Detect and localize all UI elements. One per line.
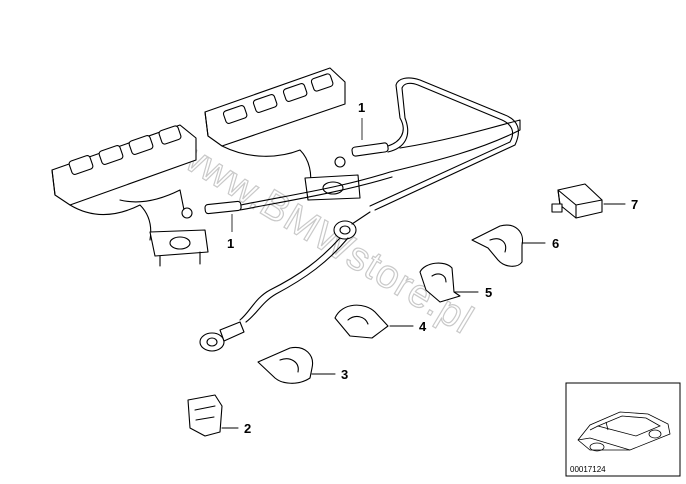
part-7-bracket <box>551 183 626 219</box>
oxygen-sensor-upper <box>351 77 519 211</box>
part-2-clip <box>187 394 239 437</box>
callout-1-lower: 1 <box>227 236 234 251</box>
car-icon <box>577 411 671 452</box>
exhaust-manifold-rear <box>51 124 209 267</box>
part-4-clip <box>334 304 414 339</box>
oxygen-sensor-lower <box>204 119 521 215</box>
callout-2: 2 <box>244 421 251 436</box>
callout-4: 4 <box>419 319 427 334</box>
part-6-clip <box>471 224 546 267</box>
callout-1-upper: 1 <box>358 100 365 115</box>
callout-3: 3 <box>341 367 348 382</box>
reference-number: 00017124 <box>570 465 606 474</box>
part-3-clip <box>257 346 336 384</box>
callout-5: 5 <box>485 285 492 300</box>
callout-7: 7 <box>631 197 638 212</box>
part-5-clip <box>419 262 479 303</box>
sensor-connectors <box>199 211 371 352</box>
vehicle-thumbnail: 00017124 <box>565 382 681 477</box>
callout-6: 6 <box>552 236 559 251</box>
